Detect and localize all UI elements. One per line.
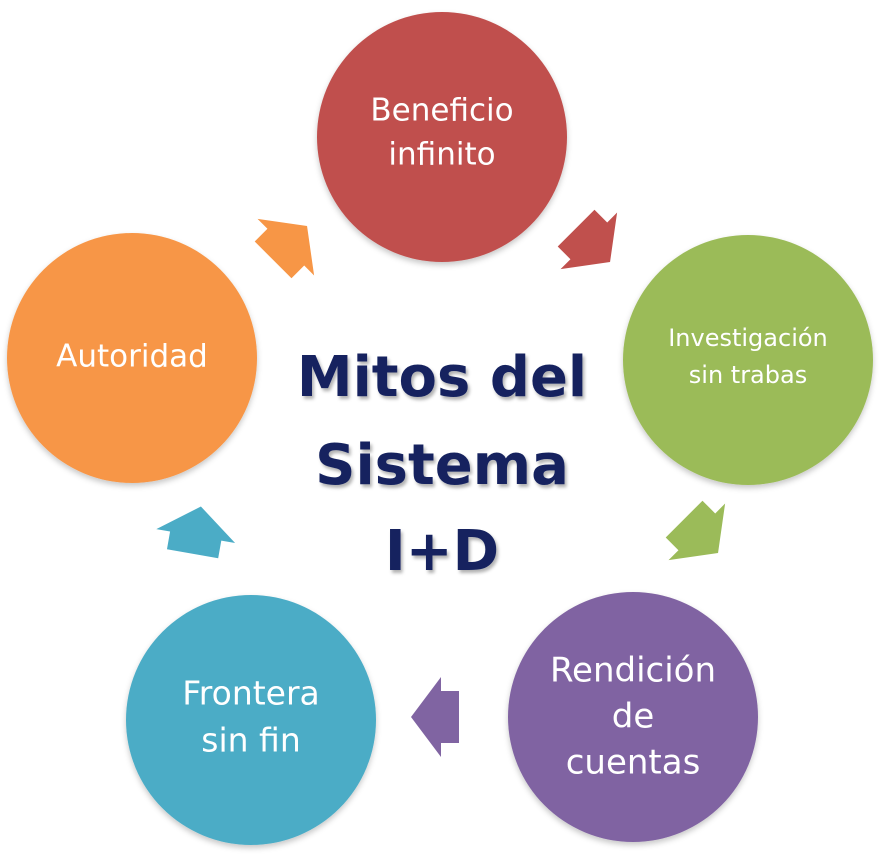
node-circle — [126, 595, 376, 845]
arrow-shape — [557, 209, 618, 270]
node-label-line: Beneficio — [370, 93, 513, 129]
arrow-rendicion-to-frontera — [411, 677, 459, 757]
node-label-line: Rendición — [550, 651, 716, 691]
arrow-shape — [156, 506, 236, 559]
node-circle — [7, 233, 257, 483]
node-circle — [508, 592, 758, 842]
node-label-line: Frontera — [182, 674, 320, 713]
arrow-investigacion-to-rendicion — [665, 500, 726, 561]
center-title-line-3: I+D — [385, 519, 499, 584]
node-investigacion-sin-trabas: Investigación sin trabas — [623, 235, 873, 485]
center-title: Mitos del Sistema I+D — [297, 345, 587, 584]
node-label-line: infinito — [388, 137, 495, 173]
node-label-line: Autoridad — [56, 339, 208, 375]
node-autoridad: Autoridad — [7, 233, 257, 483]
arrow-frontera-to-autoridad — [156, 506, 236, 559]
node-frontera-sin-fin: Frontera sin fin — [126, 595, 376, 845]
arrow-shape — [254, 218, 315, 279]
node-circle — [623, 235, 873, 485]
node-label-line: Investigación — [668, 324, 828, 352]
arrow-autoridad-to-beneficio — [254, 218, 315, 279]
center-title-line-2: Sistema — [315, 433, 569, 498]
arrow-beneficio-to-investigacion — [557, 209, 618, 270]
arrow-shape — [665, 500, 726, 561]
node-label-line: sin fin — [201, 721, 300, 760]
arrow-shape — [411, 677, 459, 757]
node-rendicion-de-cuentas: Rendición de cuentas — [508, 592, 758, 842]
node-beneficio-infinito: Beneficio infinito — [317, 12, 567, 262]
node-circle — [317, 12, 567, 262]
node-label-line: sin trabas — [689, 361, 807, 389]
node-label-line: de — [612, 697, 655, 737]
node-label-line: cuentas — [566, 743, 701, 783]
center-title-line-1: Mitos del — [297, 345, 587, 410]
